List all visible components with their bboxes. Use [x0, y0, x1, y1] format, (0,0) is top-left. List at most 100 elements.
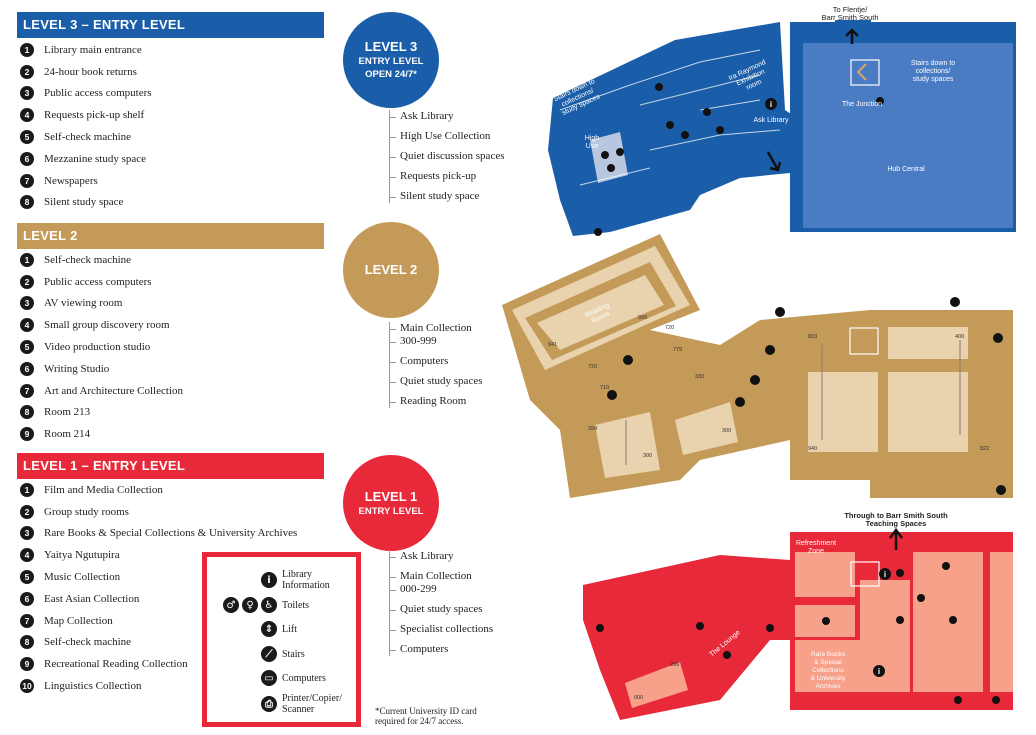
map-label: Exhibition — [736, 68, 767, 87]
computer-icon: ▭ — [261, 670, 277, 686]
list-item-label: Room 213 — [44, 406, 91, 419]
feature-item: Ask Library — [390, 110, 539, 123]
number-badge: 3 — [20, 526, 34, 541]
key-label-printer: Printer/Copier/Scanner — [282, 693, 342, 715]
list-item-label: Public access computers — [44, 275, 152, 288]
map-label: & University — [811, 675, 846, 682]
level3-badge: LEVEL 3 ENTRY LEVEL OPEN 24/7* — [343, 12, 439, 108]
list-item-label: Film and Media Collection — [44, 483, 163, 496]
key-label: Scanner — [282, 704, 315, 715]
map-label: 822 — [980, 446, 989, 452]
feature-item: Ask Library — [390, 550, 539, 563]
feature-item: Reading Room — [390, 395, 539, 408]
key-row-computers: ▭ Computers — [207, 670, 357, 686]
key-label: Lift — [282, 623, 297, 635]
list-item-label: Silent study space — [44, 196, 124, 209]
list-item: 7 Map Collection — [20, 610, 297, 632]
key-row-stairs: ⟋ Stairs — [207, 646, 357, 662]
feature-item: Computers — [390, 643, 539, 656]
level1-badge: LEVEL 1 ENTRY LEVEL — [343, 455, 439, 551]
map-label: Ask Library — [753, 117, 789, 124]
list-item: 10 Linguistics Collection — [20, 675, 297, 697]
map-label: The Lounge — [708, 629, 741, 658]
number-badge: 9 — [20, 427, 34, 442]
feature-item: High Use Collection — [390, 130, 539, 143]
list-item-label: AV viewing room — [44, 297, 123, 310]
female-toilet-icon: ♀ — [242, 597, 258, 613]
list-item-label: Requests pick-up shelf — [44, 109, 145, 122]
map-label: & Special — [814, 659, 842, 666]
map-label: Refreshment — [796, 540, 836, 547]
map-label: room — [745, 79, 763, 92]
feature-item: Main Collection — [390, 322, 539, 335]
map-label: 720 — [665, 325, 674, 331]
map-label: To bridge — [756, 177, 785, 184]
printer-icon: ⎙ — [261, 696, 277, 712]
map-label: 399 — [588, 426, 597, 432]
map-label: Hub Central — [887, 166, 925, 173]
map-label: 999 — [638, 315, 647, 321]
number-badge: 7 — [20, 613, 34, 628]
number-badge: 4 — [20, 548, 34, 563]
map-label: The Junction — [842, 101, 882, 108]
key-label: Computers — [282, 672, 326, 684]
map-label: 720 — [588, 364, 597, 370]
list-item-label: Map Collection — [44, 614, 113, 627]
feature-item: Requests pick-up — [390, 170, 539, 183]
list-item-label: Music Collection — [44, 571, 121, 584]
number-badge: 8 — [20, 195, 34, 210]
feature-item-range: 300-999 — [390, 335, 539, 348]
badge-title: LEVEL 2 — [364, 262, 418, 277]
map-label: Stairs down to — [911, 60, 955, 67]
map-label: Ira Raymond — [728, 59, 767, 82]
number-badge: 1 — [20, 252, 34, 267]
badge-title: LEVEL 1 — [364, 488, 418, 504]
feature-item: Computers — [390, 355, 539, 368]
map-label: Stairs down to — [553, 78, 596, 103]
key-row-toilets: ♂♀♿ Toilets — [207, 597, 357, 613]
list-item-label: Yaitya Ngutupira — [44, 549, 120, 562]
map-label: 941 — [548, 342, 557, 348]
list-item-label: Self-check machine — [44, 636, 132, 649]
footnote: *Current University ID card required for… — [375, 706, 515, 726]
feature-item: Specialist collections — [390, 623, 539, 636]
list-item: 8 Silent study space — [20, 192, 152, 214]
list-item-label: Recreational Reading Collection — [44, 658, 188, 671]
list-item-label: Self-check machine — [44, 253, 132, 266]
map-label: Reading — [584, 302, 611, 319]
level2-features: Main Collection 300-999 Computers Quiet … — [389, 322, 539, 408]
number-badge: 7 — [20, 173, 34, 188]
map-label: Rare Books — [811, 651, 846, 658]
map-label: Room — [591, 311, 611, 325]
info-icon: i — [261, 572, 277, 588]
number-badge: 6 — [20, 361, 34, 376]
key-row-lift: ⇕ Lift — [207, 621, 357, 637]
map-label: collections/ — [916, 68, 951, 75]
footnote-line: *Current University ID card — [375, 706, 477, 716]
list-item-label: Self-check machine — [44, 131, 132, 144]
map-label: collections/ — [561, 87, 595, 108]
level2-floorplan: Reading Room 999 941 720 779 720 710 330… — [502, 234, 1013, 498]
level3-features: Ask Library High Use Collection Quiet di… — [389, 110, 539, 203]
list-item-label: Small group discovery room — [44, 319, 170, 332]
male-toilet-icon: ♂ — [223, 597, 239, 613]
number-badge: 10 — [20, 679, 34, 694]
list-item-label: 24-hour book returns — [44, 65, 137, 78]
list-item-label: Linguistics Collection — [44, 680, 142, 693]
list-item-label: Newspapers — [44, 174, 98, 187]
